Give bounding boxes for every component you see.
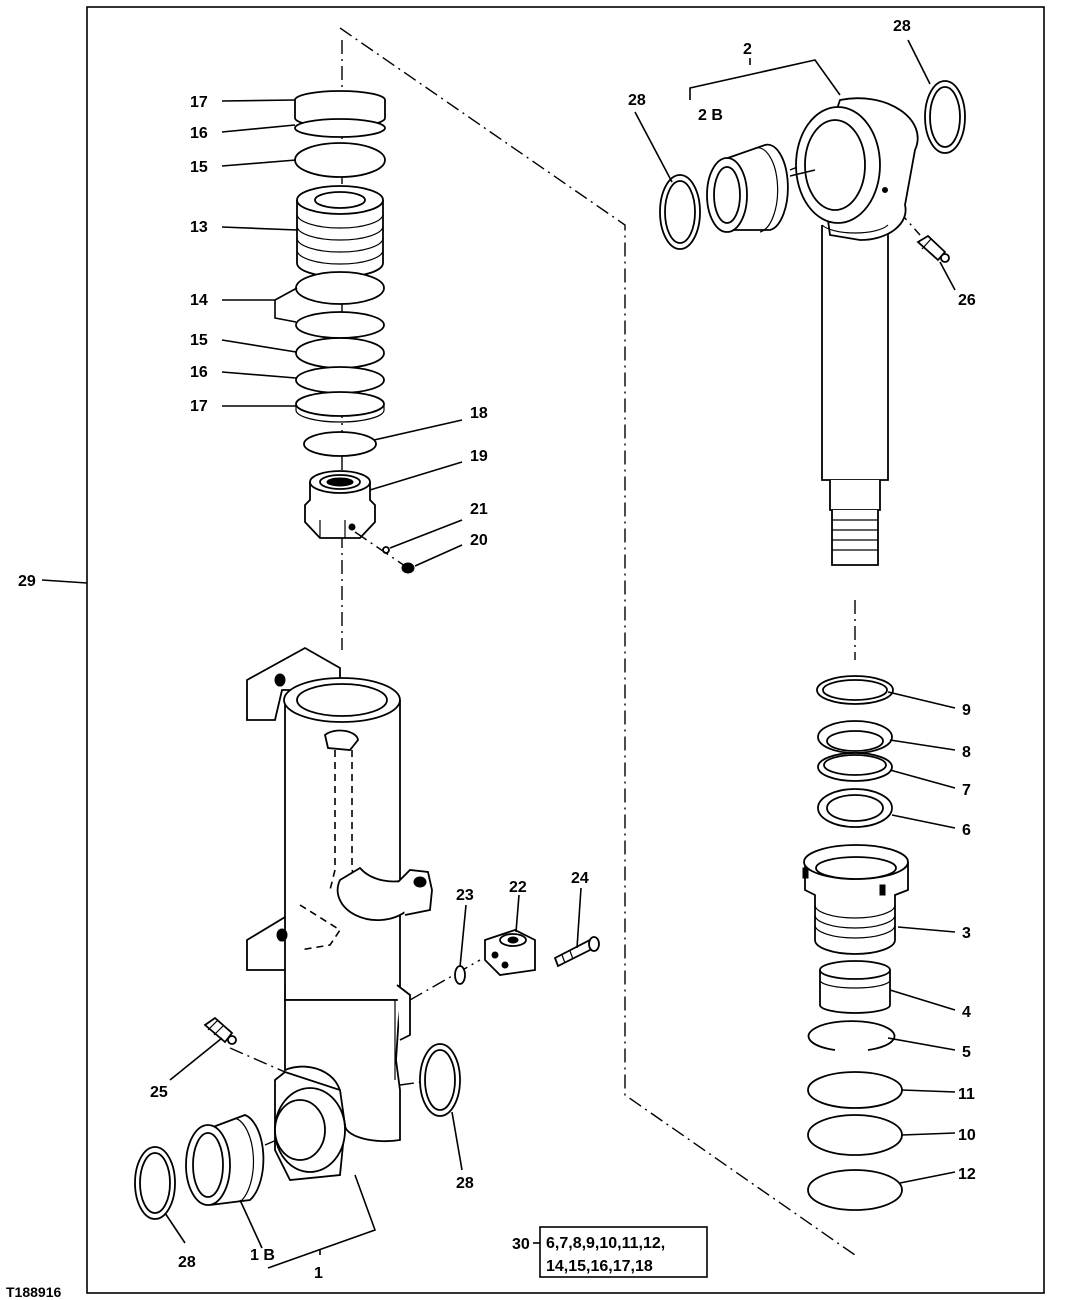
drawing-id: T188916: [6, 1284, 61, 1300]
label-6: 6: [962, 822, 971, 839]
seal-12: [807, 1169, 903, 1211]
label-1b: 1 B: [250, 1247, 275, 1264]
label-29: 29: [18, 573, 36, 590]
label-19: 19: [470, 448, 488, 465]
drawing-frame: [86, 6, 1045, 1294]
label-1: 1: [314, 1265, 323, 1282]
block-22: [484, 929, 536, 976]
cylinder-barrel-1: [246, 646, 433, 1181]
ring-15-top: [294, 142, 386, 178]
label-17-top: 17: [190, 94, 208, 111]
label-28-bottom-left: 28: [178, 1254, 196, 1271]
seal-8: [817, 720, 893, 754]
label-15-bottom: 15: [190, 332, 208, 349]
label-21: 21: [470, 501, 488, 518]
label-3: 3: [962, 925, 971, 942]
label-7: 7: [962, 782, 971, 799]
label-28-top-right: 28: [893, 18, 911, 35]
label-14: 14: [190, 292, 208, 309]
washer-18: [303, 431, 377, 457]
label-2b: 2 B: [698, 107, 723, 124]
label-11: 11: [958, 1086, 975, 1103]
label-24: 24: [571, 870, 589, 887]
label-9: 9: [962, 702, 971, 719]
ring-6: [817, 788, 893, 828]
ring-16-top: [294, 118, 386, 138]
label-28-bottom-right: 28: [456, 1175, 474, 1192]
seal-28-upper-right: [924, 80, 966, 154]
ring-14-inner: [295, 311, 385, 339]
ring-7: [817, 752, 893, 782]
bushing-2b: [706, 143, 789, 233]
ring-14-outer: [295, 271, 385, 305]
label-23: 23: [456, 887, 474, 904]
label-16-bottom: 16: [190, 364, 208, 381]
kit-boundary: [339, 27, 856, 1256]
label-5: 5: [962, 1044, 971, 1061]
seal-11: [807, 1071, 903, 1109]
o-ring-23: [454, 965, 466, 985]
label-12: 12: [958, 1166, 976, 1183]
kit-number: 30: [512, 1236, 530, 1253]
label-13: 13: [190, 219, 208, 236]
label-16-top: 16: [190, 125, 208, 142]
bushing-1b: [185, 1114, 265, 1206]
kit-callout: 30 6,7,8,9,10,11,12, 14,15,16,17,18: [512, 1226, 708, 1278]
label-8: 8: [962, 744, 971, 761]
bolt-24: [553, 936, 600, 968]
wiper-9: [816, 675, 894, 705]
piston-13: [296, 185, 384, 278]
label-4: 4: [962, 1004, 971, 1021]
kit-contents-line1: 6,7,8,9,10,11,12,: [546, 1235, 665, 1252]
seal-28-lower-left: [134, 1146, 176, 1220]
label-2: 2: [743, 41, 752, 58]
nut-19: [304, 470, 376, 539]
label-25: 25: [150, 1084, 168, 1101]
label-28-top-left: 28: [628, 92, 646, 109]
label-22: 22: [509, 879, 527, 896]
seal-28-lower-right: [419, 1043, 461, 1117]
label-20: 20: [470, 532, 488, 549]
ring-16-bottom: [295, 366, 385, 394]
grease-fitting-25: [203, 1016, 237, 1045]
kit-contents-line2: 14,15,16,17,18: [546, 1258, 653, 1275]
seal-10: [807, 1114, 903, 1156]
label-10: 10: [958, 1127, 976, 1144]
bushing-4: [819, 960, 891, 1014]
ring-15-bottom: [295, 337, 385, 369]
rod-2: [795, 97, 919, 566]
label-18: 18: [470, 405, 488, 422]
ring-17-bottom: [295, 391, 385, 423]
leader-lines: [41, 39, 956, 1269]
label-17-bottom: 17: [190, 398, 208, 415]
seal-28-upper-left: [659, 174, 701, 250]
gland-3: [802, 844, 909, 955]
grease-fitting-26: [916, 234, 950, 263]
label-15-top: 15: [190, 159, 208, 176]
snap-ring-5: [807, 1020, 896, 1051]
label-26: 26: [958, 292, 976, 309]
